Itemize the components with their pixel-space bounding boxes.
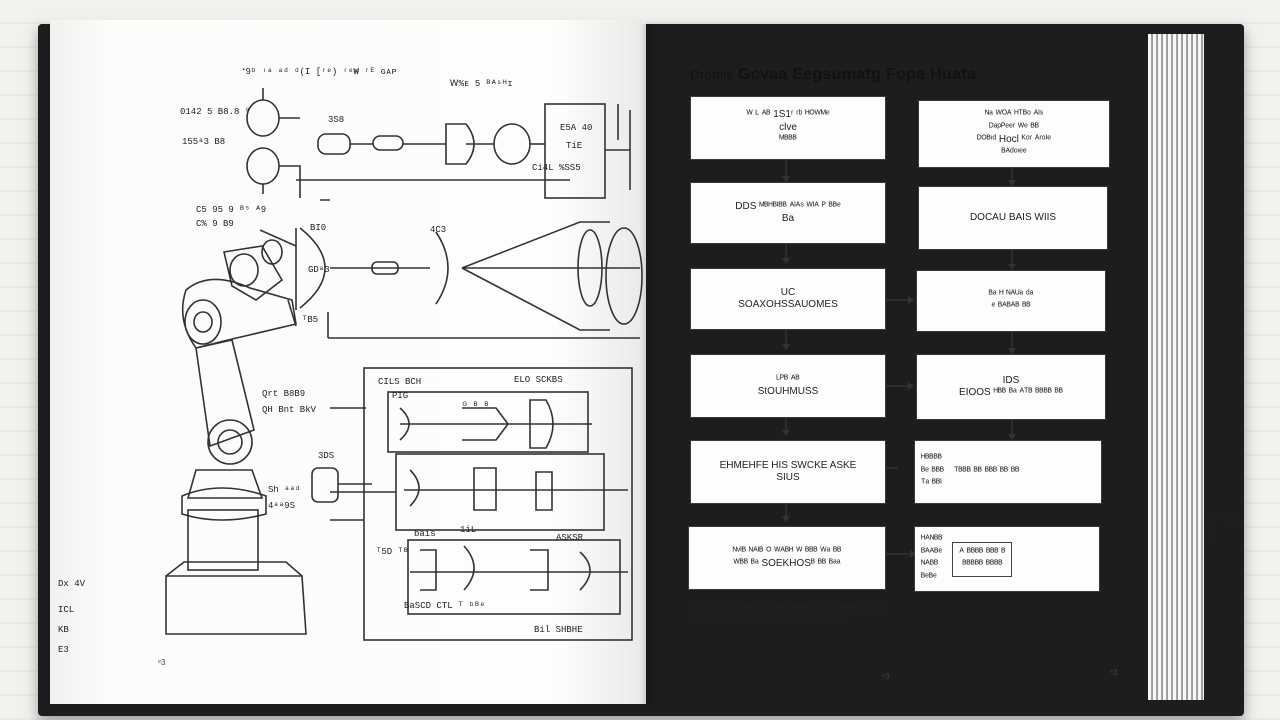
schematic-label: PIG xyxy=(392,391,409,401)
figure-caption-line: ᴮ ᴮᴮᴮᴮᴮ ᴮᴮᴮᴮ ᴮᴮᴮᴮᴮ ᴮᴮᴮᴮᴮᴮ ᴮᴮᴮᴮᴮ ᴮᴮᴮᴮᴮ ᴮᴮ… xyxy=(688,616,844,626)
flowchart-box: DOCAU BAIS WIIS xyxy=(918,186,1108,250)
box-text: ᴴᴬᴺᴮᴮ xyxy=(921,534,943,545)
box-text: StOUHMUSS xyxy=(757,386,819,397)
schematic-label: BI0 xyxy=(310,223,327,233)
box-text: DDS ᴹᴮᴴᴮᴵᴮᴮ ᴬᴵᴬˢ ᵂᴵᴬ ᴾ ᴮᴮᵉ xyxy=(735,200,841,212)
schematic-label: 4C3 xyxy=(430,225,447,235)
schematic-label: C5 95 9 ᴮ⁵ ᴬ9 xyxy=(196,205,267,215)
schematic-label: bais xyxy=(414,529,436,539)
schematic-label: 6ᵃ xyxy=(1204,533,1215,543)
schematic-label: E5A 40 xyxy=(560,123,593,133)
box-text: ᴹᴮᴮᴮ xyxy=(779,134,797,146)
schematic-label: 155ᵃ3 B8 xyxy=(182,137,226,147)
box-text: ᴮᵃ ᴴ ᴺᴬᵁᵃ ᵈᵃ xyxy=(988,288,1034,300)
schematic-label: CILS BCH xyxy=(378,377,422,387)
flowchart-box: DDS ᴹᴮᴴᴮᴵᴮᴮ ᴬᴵᴬˢ ᵂᴵᴬ ᴾ ᴮᴮᵉ Ba xyxy=(690,182,886,244)
flowchart-box: IDS EIOOS ᴴᴮᴮ ᴮᵃ ᴬᵀᴮ ᴮᴮᴮᴮ ᴮᴮ xyxy=(916,354,1106,420)
schematic-label: C% 9 B9 xyxy=(196,219,234,229)
flowchart-box: EHMEHFE HIS SWCKE ASKE SIUS xyxy=(690,440,886,504)
box-text-group: ᴴᴮᴮᴮᴮ ᴮᵉ ᴮᴮᴮ ᵀᵃ ᴮᴮᴵ xyxy=(921,453,944,491)
box-text: ᵉ ᴮᴬᴮᴬᴮ ᴮᴮ xyxy=(991,301,1031,312)
box-text: ᴺᴬᴮᴮ xyxy=(921,559,939,570)
schematic-label: BaSCD CTL ᵀ ᵇᴮᵉ xyxy=(404,601,486,611)
schematic-label: 0142 5 B8.8 ⁸ xyxy=(180,107,251,117)
box-text: ᴸᴾᴮ ᴬᴮ xyxy=(776,373,800,385)
flowchart-box: ᵂ ᴸ ᴬᴮ 1S1ʳ ʳᵇ ᴴᴼᵂᴹᵉ clve ᴹᴮᴮᴮ xyxy=(690,96,886,160)
schematic-label: 4ᵃᵃ9S xyxy=(268,501,296,511)
schematic-label: ᴳ ᴮ ᴮ xyxy=(462,401,490,411)
box-text: ᵂ ᴸ ᴬᴮ 1S1ʳ ʳᵇ ᴴᴼᵂᴹᵉ xyxy=(746,109,830,121)
page-heading: Drotois Gcvaa Eegsumatg Fopa Huata xyxy=(690,66,976,84)
box-text: ᵀᴮᴮᴮ ᴮᴮ ᴮᴮᴮ ᴮᴮ ᴮᴮ xyxy=(954,465,1020,477)
page-number: ᵉ3 xyxy=(158,658,166,667)
right-page-edges xyxy=(1148,34,1204,700)
box-text: ᴮᴮᴮᴮᴮ ᴮᴮᴮᴮ xyxy=(962,559,1003,570)
box-text: ᴮᴬᴬᴮᵉ xyxy=(921,546,943,558)
box-text: ᵂᴮᴮ ᴮᵃ SOEKHOSᴮ ᴮᴮ ᴮᵃᵃ xyxy=(733,558,841,569)
box-text: SOAXOHSSAUOMES xyxy=(738,299,838,310)
box-text: ᴰᴼᴮᶦᵈ Hocl ᴷᵒʳ ᴬʳᵒᴵᵉ xyxy=(977,134,1051,145)
schematic-label: QH Bnt BkV xyxy=(262,405,317,415)
schematic-label: KB xyxy=(58,625,69,635)
box-text: Ba xyxy=(781,213,795,224)
box-text: IDS xyxy=(1002,374,1020,386)
box-text: UC xyxy=(780,286,796,298)
box-text: ᴮᴬᵈᵒᶦᵉᵉ xyxy=(1001,146,1027,158)
inner-bracket-box: ᴬ ᴮᴮᴮᴮ ᴮᴮᴮ ᴮ ᴮᴮᴮᴮᴮ ᴮᴮᴮᴮ xyxy=(952,541,1013,577)
box-text: ᴺᵃ ᵂᴼᴬ ᴴᵀᴮᵒ ᴬᴵˢ xyxy=(984,109,1044,120)
box-text: ᴬ ᴮᴮᴮᴮ ᴮᴮᴮ ᴮ xyxy=(959,546,1006,558)
schematic-label: 3S8 xyxy=(328,115,345,125)
box-text: DOCAU BAIS WIIS xyxy=(969,211,1057,223)
box-text: clve xyxy=(779,121,797,133)
schematic-label: E3 xyxy=(58,645,69,655)
box-text: ᴰᵃᵖᴾᵉᵉʳ ᵂᵉ ᴮᴮ xyxy=(989,121,1039,133)
box-text: EHMEHFE HIS SWCKE ASKE xyxy=(719,459,857,471)
flowchart-box: ᴸᴾᴮ ᴬᴮ StOUHMUSS xyxy=(690,354,886,418)
figure-caption-line: ᴮ ᵂᴬᴮᴮᴮ ᴮᴮᴮᴮᴮ ᴮᴮᴮᴮᴮᴮ ᴮᴮᴮᴮᴮᴮ ᴮᴮᴮᴮᴮᴮ ᴮᴮᴮᴮᴮ… xyxy=(688,604,882,614)
schematic-label: Dx 4V xyxy=(58,579,86,589)
schematic-label: 1iL xyxy=(460,525,477,535)
box-text: SIUS xyxy=(776,472,800,483)
flowchart-box: ᴮᵃ ᴴ ᴺᴬᵁᵃ ᵈᵃ ᵉ ᴮᴬᴮᴬᴮ ᴮᴮ xyxy=(916,270,1106,332)
flowchart-box: ᴺᵛᴵᴮ ᴺᴬᴵᴮ ᴼ ᵂᴬᴮᴴ ᵂ ᴮᴮᴮ ᵂᵃ ᴮᴮ ᵂᴮᴮ ᴮᵃ SOEK… xyxy=(688,526,886,590)
schematic-label: ᐩ9ᵇ ᶦᵃ ᵃᵈ ᵈ(I [ʳᵉ) ʳᵉ₩ ʳᴱ ɢᴀᴘ xyxy=(242,67,397,77)
schematic-label: 8ᵃ ᵃ5 xyxy=(1206,515,1234,525)
heading-title: Gcvaa Eegsumatg Fopa Huata xyxy=(738,66,977,83)
schematic-label: Qrt B8B9 xyxy=(262,389,306,399)
heading-prefix: Drotois xyxy=(690,67,734,82)
schematic-label: ᵀB5 xyxy=(302,315,319,325)
schematic-label: ICL xyxy=(58,605,75,615)
box-text: ᴮᵉ ᴮᴮᴮ xyxy=(921,465,945,477)
schematic-label: TiE xyxy=(566,141,583,151)
schematic-label: Ci4L %SS5 xyxy=(532,163,581,173)
schematic-label: ELO SCKBS xyxy=(514,375,563,385)
schematic-label: Sh ᵃᵃᵈ xyxy=(268,485,301,495)
schematic-label: 3DS xyxy=(318,451,335,461)
flowchart-box: UC SOAXOHSSAUOMES xyxy=(690,268,886,330)
flowchart-box: ᴴᴬᴺᴮᴮ ᴮᴬᴬᴮᵉ ᴺᴬᴮᴮ ᴮᵉᴮᵉ ᴬ ᴮᴮᴮᴮ ᴮᴮᴮ ᴮ ᴮᴮᴮᴮᴮ… xyxy=(914,526,1100,592)
schematic-label: Ꮃ%ᴇ 5 ᴮᴬˢᴴɪ xyxy=(450,79,513,89)
schematic-label: GDᵃ3 xyxy=(308,265,330,275)
box-text: ᴴᴮᴮᴮᴮ xyxy=(921,453,942,465)
box-text-group: ᴴᴬᴺᴮᴮ ᴮᴬᴬᴮᵉ ᴺᴬᴮᴮ ᴮᵉᴮᵉ xyxy=(921,534,942,584)
schematic-label: ASKSR xyxy=(556,533,584,543)
box-text: ᵀᵃ ᴮᴮᴵ xyxy=(921,478,942,490)
schematic-label: ᵀ5D ᵀᴮ xyxy=(376,547,409,557)
book-gutter-shadow xyxy=(640,24,658,704)
page-number: ᵉ3 xyxy=(882,672,890,681)
flowchart-box: ᴴᴮᴮᴮᴮ ᴮᵉ ᴮᴮᴮ ᵀᵃ ᴮᴮᴵ ᵀᴮᴮᴮ ᴮᴮ ᴮᴮᴮ ᴮᴮ ᴮᴮ xyxy=(914,440,1102,504)
box-text: ᴮᵉᴮᵉ xyxy=(921,571,937,583)
page-number: ᵉ3 xyxy=(1110,668,1118,677)
box-text: ᴺᵛᴵᴮ ᴺᴬᴵᴮ ᴼ ᵂᴬᴮᴴ ᵂ ᴮᴮᴮ ᵂᵃ ᴮᴮ xyxy=(732,545,842,557)
box-text: EIOOS ᴴᴮᴮ ᴮᵃ ᴬᵀᴮ ᴮᴮᴮᴮ ᴮᴮ xyxy=(959,387,1063,398)
flowchart-box: ᴺᵃ ᵂᴼᴬ ᴴᵀᴮᵒ ᴬᴵˢ ᴰᵃᵖᴾᵉᵉʳ ᵂᵉ ᴮᴮ ᴰᴼᴮᶦᵈ Hocl… xyxy=(918,100,1110,168)
schematic-label: Bil SHBHE xyxy=(534,625,583,635)
